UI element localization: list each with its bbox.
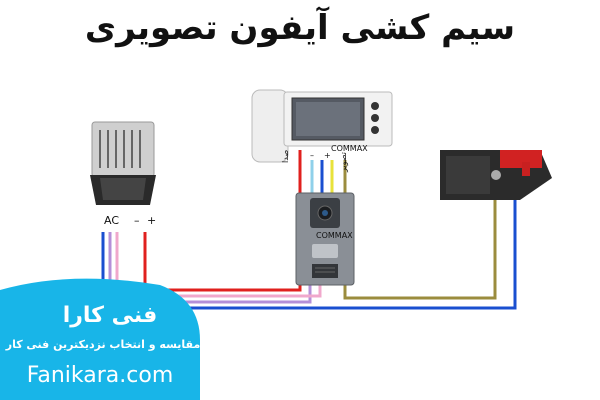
door-brand: COMMAX — [316, 231, 353, 240]
page-title: سیم کشی آیفون تصویری — [84, 8, 516, 48]
brand-badge-bg — [0, 278, 200, 400]
monitor-terminal-4: تصویر — [339, 152, 348, 173]
electric-lock — [440, 150, 552, 200]
ps-minus-label: – — [134, 214, 140, 227]
wire-violet — [108, 232, 312, 304]
monitor-terminal-3: + — [324, 151, 331, 160]
brand-logo: فنی کارا — [63, 303, 158, 328]
monitor-brand: COMMAX — [331, 144, 368, 153]
monitor-terminal-2: – — [310, 151, 314, 160]
power-supply: AC – + — [90, 121, 156, 227]
video-monitor: COMMAX صدا – + تصویر — [251, 89, 393, 173]
wire-blue — [101, 198, 517, 310]
ac-label: AC — [104, 214, 119, 227]
brand-tagline: مقایسه و انتخاب نزدیکترین فنی کار — [5, 338, 201, 351]
brand-site: Fanikara.com — [27, 363, 174, 388]
door-panel: COMMAX — [295, 192, 355, 286]
monitor-terminal-1: صدا — [281, 150, 290, 163]
wire-pink — [115, 232, 322, 298]
ps-plus-label: + — [147, 214, 156, 227]
